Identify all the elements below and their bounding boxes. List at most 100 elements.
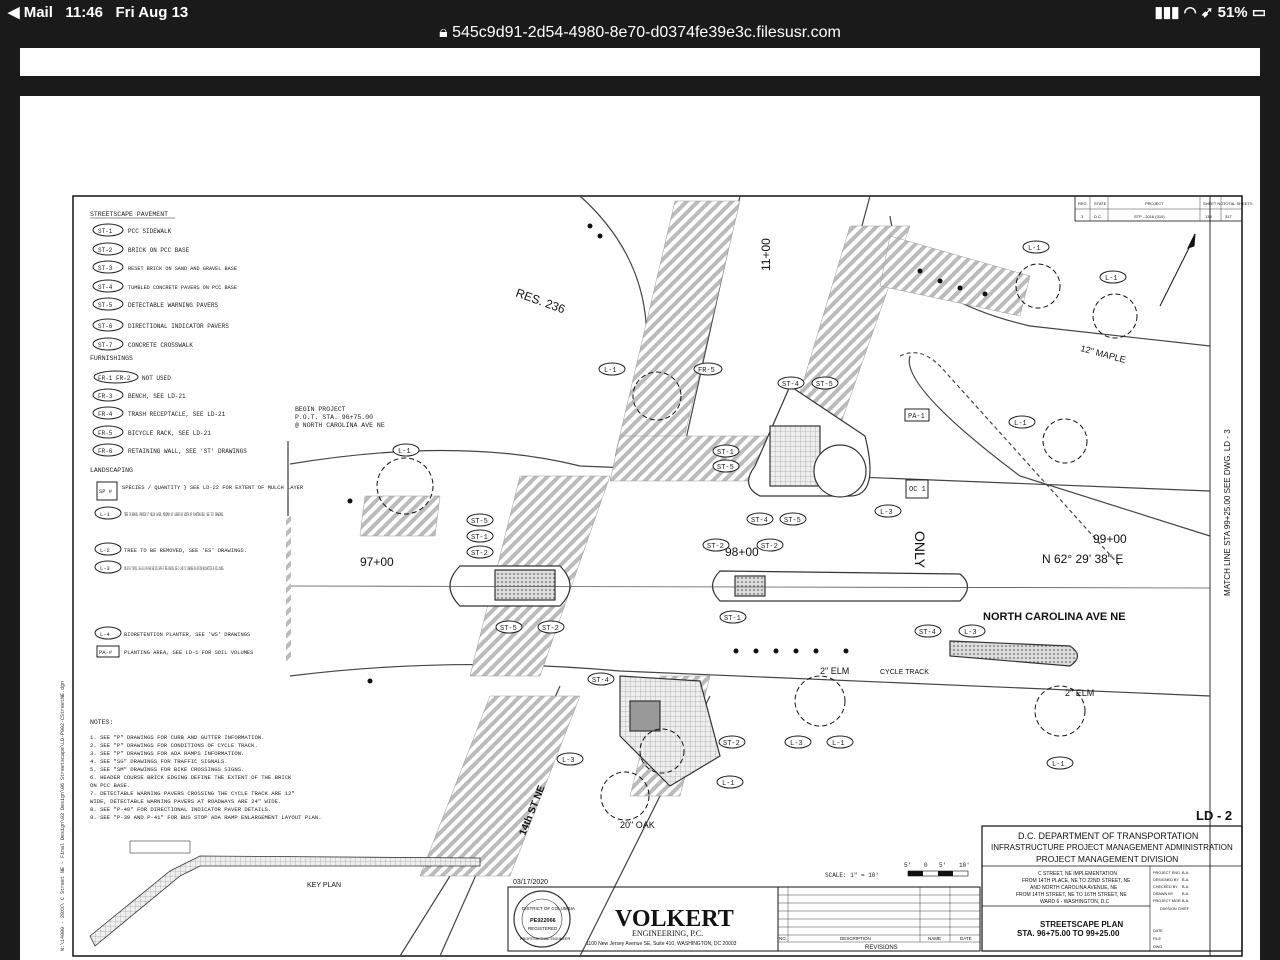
callout-l3-b: L-3 [958,624,986,638]
cycle-track-label: CYCLE TRACK [880,669,929,676]
svg-text:L-3: L-3 [790,740,803,748]
svg-text:5': 5' [939,862,946,869]
svg-text:REVISIONS: REVISIONS [865,945,898,951]
svg-text:BICYCLE RACK, SEE LD-21: BICYCLE RACK, SEE LD-21 [128,430,211,437]
notes: NOTES: 1. SEE "P" DRAWINGS FOR CURB AND … [90,719,322,821]
svg-text:FR-6: FR-6 [98,448,113,455]
street-nc-label: NORTH CAROLINA AVE NE [983,611,1126,623]
drawing-sheet[interactable]: N:\14000 - 20XX\ C Street NE - Final Des… [20,96,1260,960]
svg-text:B.A.: B.A. [1182,885,1189,889]
svg-text:0: 0 [924,862,928,869]
svg-text:TUMBLED CONCRETE PAVERS ON PCC: TUMBLED CONCRETE PAVERS ON PCC BASE [128,285,237,291]
svg-text:138: 138 [1205,214,1212,219]
scale-bar: SCALE: 1" = 10' 5' 0 5' 10' [825,862,970,879]
svg-text:PCC SIDEWALK: PCC SIDEWALK [128,228,172,235]
svg-text:B.A.: B.A. [1182,899,1189,903]
svg-text:SOD WITH 3" TOPSOIL, SEE LD-22: SOD WITH 3" TOPSOIL, SEE LD-22 FOR PLANT… [124,566,224,572]
callout-l1-f: L-1 [1046,756,1074,770]
svg-text:DESIGNED BY: DESIGNED BY [1153,878,1179,882]
svg-text:WARD 6 - WASHINGTON, D.C: WARD 6 - WASHINGTON, D.C [1040,899,1110,905]
svg-text:PROJECT MANAGEMENT DIVISION: PROJECT MANAGEMENT DIVISION [1036,854,1178,864]
svg-text:ST-5: ST-5 [816,381,833,389]
previous-page-strip [20,48,1260,76]
sheet-number: LD - 2 [1196,808,1232,823]
tree-elm-1: 2" ELM [820,666,849,676]
station-99: 99+00 [1093,532,1127,546]
url-bar[interactable]: 🔒︎ 545c9d91-2d54-4980-8e70-d0374fe39e3c.… [0,24,1280,46]
svg-text:1100 New Jersey Avenue SE, Sui: 1100 New Jersey Avenue SE, Suite 410, WA… [586,941,737,947]
svg-text:9. SEE "P-39 AND P-41" FOR BUS: 9. SEE "P-39 AND P-41" FOR BUS STOP ADA … [90,814,322,821]
svg-text:DETECTABLE WARNING PAVERS: DETECTABLE WARNING PAVERS [128,302,218,309]
plan-drawing: N:\14000 - 20XX\ C Street NE - Final Des… [60,195,1253,957]
station-98: 98+00 [725,545,759,559]
svg-text:CHECKED BY: CHECKED BY [1153,885,1178,889]
callout-l1-b: L-1 [392,443,420,457]
svg-text:B.A.: B.A. [1182,871,1189,875]
svg-text:L-3: L-3 [562,757,575,765]
callout-st5-c: ST-5 [779,512,807,526]
svg-text:ST-3: ST-3 [98,265,113,272]
svg-text:DRAWN BY: DRAWN BY [1153,892,1174,896]
station-97: 97+00 [360,555,394,569]
svg-text:ENGINEERING, P.C.: ENGINEERING, P.C. [632,929,703,938]
svg-text:ST-5: ST-5 [717,464,734,472]
svg-text:10': 10' [959,862,970,869]
svg-text:NOT USED: NOT USED [142,375,171,382]
callout-oc1: OC 1 [905,479,929,499]
svg-text:ST-1: ST-1 [724,615,741,623]
svg-text:L-1: L-1 [722,780,735,788]
svg-text:TREE TO REMAIN, PROVIDE 3" MUL: TREE TO REMAIN, PROVIDE 3" MULCH LAYER, … [124,512,224,518]
res-label: RES. 236 [514,286,567,317]
svg-text:4. SEE "SG" DRAWINGS FOR TRAFF: 4. SEE "SG" DRAWINGS FOR TRAFFIC SIGNALS… [90,758,228,765]
back-to-mail[interactable]: ◀ Mail [8,4,53,21]
svg-text:FURNISHINGS: FURNISHINGS [90,355,133,362]
islands [449,385,1079,787]
svg-text:DATE: DATE [1153,929,1163,933]
svg-text:ST-2: ST-2 [542,625,559,633]
svg-text:ST-7: ST-7 [98,342,113,349]
svg-text:ON PCC BASE.: ON PCC BASE. [90,782,130,789]
svg-text:L-1: L-1 [1052,761,1065,769]
svg-text:TREE TO BE REMOVED, SEE 'ES' D: TREE TO BE REMOVED, SEE 'ES' DRAWINGS. [124,548,247,554]
svg-text:CONCRETE CROSSWALK: CONCRETE CROSSWALK [128,342,193,349]
svg-text:P.O.T. STA. 96+75.00: P.O.T. STA. 96+75.00 [295,414,373,421]
svg-text:OC 1: OC 1 [909,486,926,494]
svg-text:ST-2: ST-2 [98,247,113,254]
status-date: Fri Aug 13 [115,4,189,21]
svg-text:PROJECT ENG.: PROJECT ENG. [1153,871,1181,875]
svg-text:KEY PLAN: KEY PLAN [307,882,341,889]
svg-text:DATE: DATE [960,936,972,941]
match-line-label: MATCH LINE STA 99+25.00 SEE DWG. LD - 3 [1223,429,1232,596]
svg-text:FR-5: FR-5 [98,430,113,437]
tree-maple: 12" MAPLE [1079,343,1126,365]
title-block: 03/17/2020 DISTRICT OF COLUMBIA PE922066… [507,825,1243,952]
svg-text:L-3: L-3 [964,629,977,637]
svg-text:ST-1: ST-1 [98,228,113,235]
svg-text:ST-4: ST-4 [98,284,113,291]
tree-elm-2: 2" ELM [1065,688,1094,698]
callout-l1-c: L-1 [1022,240,1050,254]
trees [376,263,1138,821]
svg-text:1. SEE "P" DRAWINGS FOR CURB A: 1. SEE "P" DRAWINGS FOR CURB AND GUTTER … [90,734,265,741]
svg-text:L-1: L-1 [1014,420,1027,428]
svg-text:SHEET NO.: SHEET NO. [1203,201,1225,206]
battery-percent: 51% [1217,4,1248,21]
svg-text:RETAINING WALL, SEE 'ST' DRAWI: RETAINING WALL, SEE 'ST' DRAWINGS [128,448,247,455]
svg-text:L-3: L-3 [880,509,893,517]
status-time: 11:46 [65,4,103,21]
svg-text:ST-5: ST-5 [471,518,488,526]
volkert-logo: VOLKERT [615,906,734,932]
signal-icon: ▮▮▮ ◠ ➹ [1154,4,1214,21]
bollards [347,223,988,684]
callout-st5-a: ST-5 [811,376,839,390]
sheet-info-table: REG STATE PROJECT SHEET NO. TOTAL SHEETS… [1074,195,1253,222]
callout-st4-b: ST-4 [746,512,774,526]
svg-text:5': 5' [904,862,911,869]
svg-text:DESCRIPTION: DESCRIPTION [840,936,871,941]
callout-l1-d: L-1 [1099,270,1127,284]
svg-text:WIDE, DETECTABLE WARNING PAVER: WIDE, DETECTABLE WARNING PAVERS AT ROADW… [90,798,281,805]
svg-text:L-1: L-1 [604,367,617,375]
svg-text:DIRECTIONAL INDICATOR PAVERS: DIRECTIONAL INDICATOR PAVERS [128,323,229,330]
battery-icon: ▭ [1251,4,1266,21]
callout-l1-h: L-1 [716,775,744,789]
